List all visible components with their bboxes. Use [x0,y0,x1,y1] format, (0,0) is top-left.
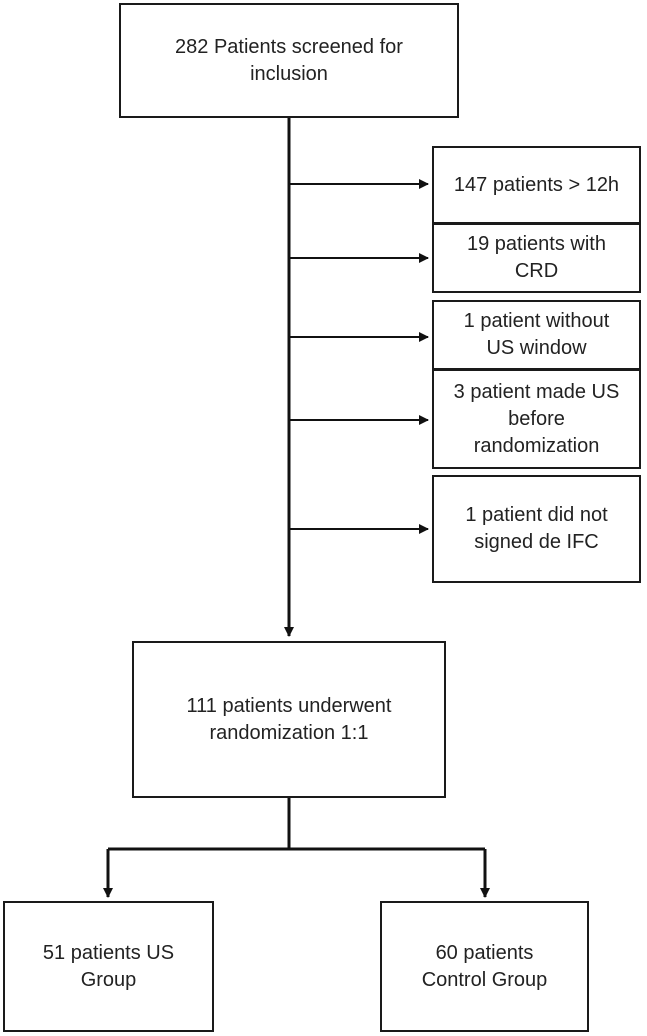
exclusion-box-4: 3 patient made US before randomization [432,369,641,469]
us-group-box: 51 patients US Group [3,901,214,1032]
exclusion-box-1: 147 patients > 12h [432,146,641,224]
exclusion-box-5: 1 patient did not signed de IFC [432,475,641,583]
exclusion-text-2: 19 patients with CRD [467,233,606,282]
exclusion-box-2: 19 patients with CRD [432,223,641,293]
screened-box: 282 Patients screened for inclusion [119,3,459,118]
control-group-text: 60 patients Control Group [421,941,548,991]
randomized-text: 111 patients underwent randomization 1:1 [186,694,392,744]
exclusion-box-3: 1 patient without US window [432,300,641,370]
exclusion-text-1: 147 patients > 12h [453,173,620,196]
screened-text: 282 Patients screened for inclusion [175,35,403,85]
exclusion-text-5: 1 patient did not signed de IFC [465,504,608,553]
exclusion-text-4: 3 patient made US before randomization [453,380,620,457]
us-group-text: 51 patients US Group [42,941,175,991]
control-group-box: 60 patients Control Group [380,901,589,1032]
randomized-box: 111 patients underwent randomization 1:1 [132,641,446,798]
exclusion-text-3: 1 patient without US window [463,310,610,359]
